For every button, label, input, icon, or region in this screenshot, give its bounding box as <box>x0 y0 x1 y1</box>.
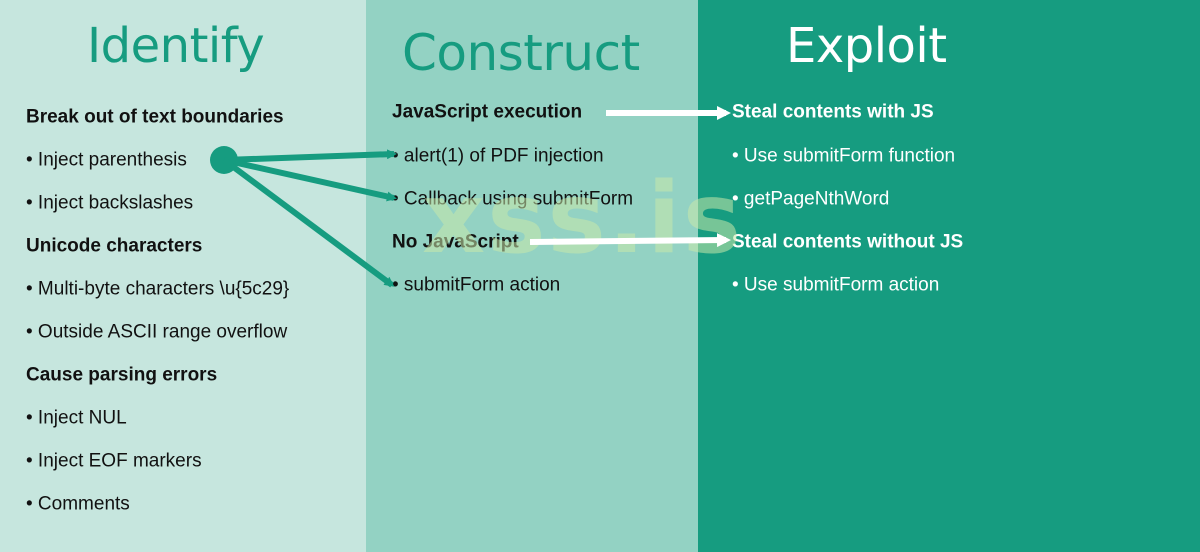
identify-item-inject-backslashes: • Inject backslashes <box>26 192 194 214</box>
identify-item-inject-parenthesis: • Inject parenthesis <box>26 149 187 171</box>
construct-column <box>366 0 698 552</box>
construct-item-submitform-action: • submitForm action <box>392 274 561 296</box>
identify-item-ascii-overflow: • Outside ASCII range overflow <box>26 321 288 343</box>
identify-heading-unicode: Unicode characters <box>26 235 203 257</box>
arrow-to-callback <box>223 157 397 202</box>
exploit-title: Exploit <box>786 18 947 74</box>
exploit-item-getpagenthword: • getPageNthWord <box>732 188 890 210</box>
exploit-heading-with-js: Steal contents with JS <box>732 101 934 123</box>
construct-heading-js-execution: JavaScript execution <box>392 101 583 123</box>
watermark: xss.is <box>422 162 744 276</box>
construct-item-alert: • alert(1) of PDF injection <box>392 145 604 167</box>
arrow-to-submitform-action <box>222 157 395 288</box>
exploit-item-submitform-function: • Use submitForm function <box>732 145 956 167</box>
exploit-item-submitform-action: • Use submitForm action <box>732 274 940 296</box>
exploit-column <box>698 0 1200 552</box>
identify-item-eof-markers: • Inject EOF markers <box>26 450 202 472</box>
construct-title: Construct <box>402 24 640 82</box>
identify-item-inject-nul: • Inject NUL <box>26 407 127 429</box>
identify-heading-text-boundaries: Break out of text boundaries <box>26 106 284 128</box>
identify-item-multibyte: • Multi-byte characters \u{5c29} <box>26 278 290 300</box>
construct-item-callback: • Callback using submitForm <box>392 188 634 210</box>
identify-column <box>0 0 366 552</box>
arrow-nojs-to-steal-without-js <box>529 233 731 248</box>
arrow-to-alert <box>223 149 397 163</box>
identify-heading-parsing-errors: Cause parsing errors <box>26 364 218 386</box>
exploit-heading-without-js: Steal contents without JS <box>732 231 964 253</box>
identify-item-comments: • Comments <box>26 493 130 515</box>
construct-heading-no-js: No JavaScript <box>392 231 519 253</box>
identify-title: Identify <box>87 18 265 74</box>
